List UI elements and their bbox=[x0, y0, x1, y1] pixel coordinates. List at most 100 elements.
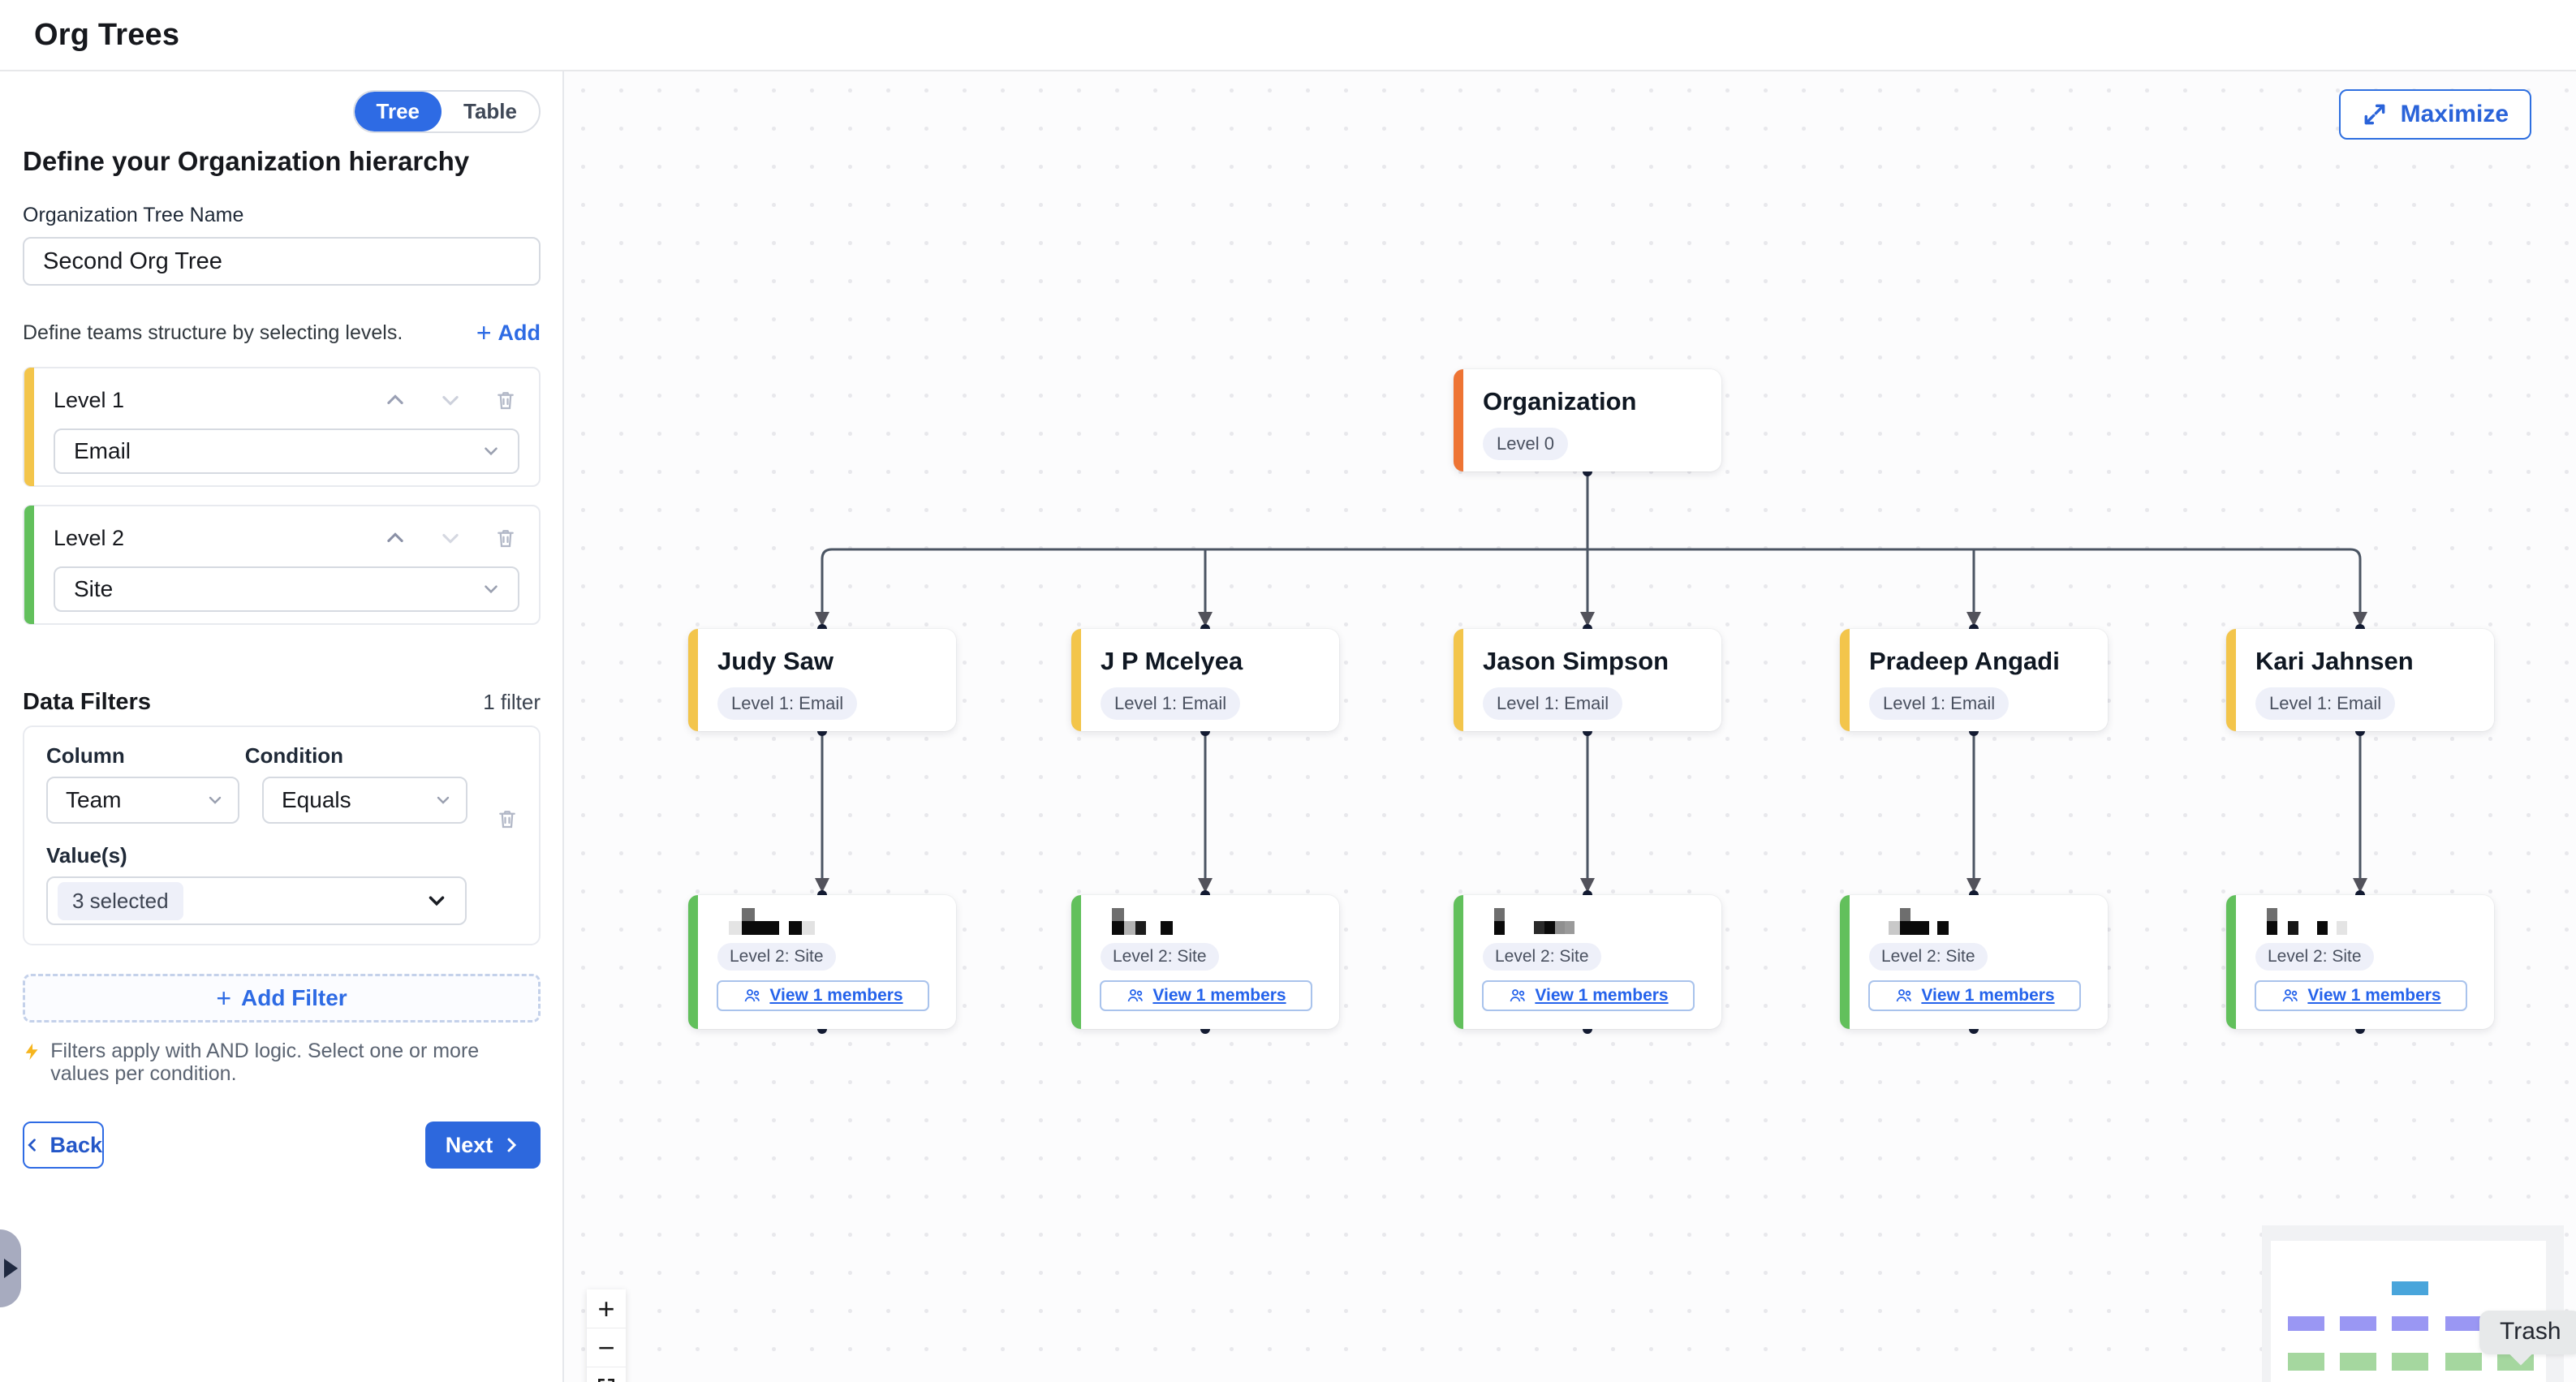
add-level-button[interactable]: + Add bbox=[476, 318, 541, 347]
people-icon bbox=[1897, 989, 1912, 1002]
level-badge: Level 1: Email bbox=[1869, 687, 2010, 720]
fit-view-button[interactable] bbox=[587, 1367, 626, 1382]
node-title: Pradeep Angadi bbox=[1869, 647, 2060, 675]
move-up-icon[interactable] bbox=[381, 524, 409, 552]
level-1-card: Level 1 Email bbox=[23, 367, 541, 487]
tree-table-toggle[interactable]: Tree Table bbox=[352, 90, 541, 133]
people-icon bbox=[745, 989, 760, 1002]
delete-level-icon[interactable] bbox=[492, 524, 519, 552]
sidebar-heading: Define your Organization hierarchy bbox=[23, 146, 470, 176]
level-badge: Level 1: Email bbox=[717, 687, 858, 720]
chevron-down-icon bbox=[485, 447, 498, 456]
org-node-level2[interactable]: Level 2: Site View 1 members bbox=[1071, 895, 1339, 1029]
arrow-right-icon bbox=[4, 1259, 18, 1278]
chevron-down-icon bbox=[209, 796, 222, 804]
node-title: J P Mcelyea bbox=[1101, 647, 1243, 675]
sidebar-expand-handle[interactable] bbox=[0, 1229, 21, 1307]
page-title: Org Trees bbox=[34, 17, 180, 52]
level-1-select[interactable]: Email bbox=[54, 428, 519, 474]
redacted-name bbox=[1112, 908, 1307, 935]
level-badge: Level 0 bbox=[1483, 428, 1568, 460]
node-title: Kari Jahnsen bbox=[2255, 647, 2414, 675]
move-up-icon[interactable] bbox=[381, 386, 409, 414]
chevron-down-icon bbox=[429, 896, 445, 906]
node-accent bbox=[1454, 629, 1463, 731]
plus-icon: + bbox=[216, 984, 231, 1013]
levels-hint: Define teams structure by selecting leve… bbox=[23, 321, 403, 344]
trash-tooltip: Trash bbox=[2479, 1311, 2576, 1354]
org-node-level2[interactable]: Level 2: Site View 1 members bbox=[1454, 895, 1721, 1029]
level-badge: Level 1: Email bbox=[2255, 687, 2396, 720]
zoom-out-button[interactable]: − bbox=[587, 1328, 626, 1367]
org-node-level1[interactable]: Judy Saw Level 1: Email bbox=[688, 629, 956, 731]
people-icon bbox=[2283, 989, 2298, 1002]
toggle-tree[interactable]: Tree bbox=[354, 92, 442, 131]
back-button[interactable]: Back bbox=[23, 1122, 104, 1169]
maximize-button[interactable]: Maximize bbox=[2338, 89, 2531, 140]
selected-count-chip: 3 selected bbox=[58, 881, 183, 920]
values-label: Value(s) bbox=[46, 843, 127, 868]
minimap-l1-node bbox=[2288, 1316, 2324, 1331]
node-accent bbox=[688, 895, 698, 1029]
column-select[interactable]: Team bbox=[46, 777, 239, 824]
values-select[interactable]: 3 selected bbox=[46, 876, 467, 925]
delete-filter-icon[interactable] bbox=[493, 805, 521, 833]
view-members-button[interactable]: View 1 members bbox=[1868, 980, 2081, 1011]
level-badge: Level 2: Site bbox=[1483, 943, 1601, 971]
view-members-button[interactable]: View 1 members bbox=[2255, 980, 2467, 1011]
condition-label: Condition bbox=[244, 743, 344, 768]
view-toggle-row: Tree Table bbox=[23, 90, 541, 133]
level-badge: Level 1: Email bbox=[1101, 687, 1241, 720]
level-2-card: Level 2 Site bbox=[23, 505, 541, 625]
node-accent bbox=[1071, 895, 1081, 1029]
org-node-level2[interactable]: Level 2: Site View 1 members bbox=[2226, 895, 2494, 1029]
org-node-level1[interactable]: Pradeep Angadi Level 1: Email bbox=[1840, 629, 2108, 731]
view-members-button[interactable]: View 1 members bbox=[1100, 980, 1312, 1011]
move-down-icon[interactable] bbox=[437, 524, 464, 552]
chevron-left-icon bbox=[28, 1139, 36, 1152]
next-button[interactable]: Next bbox=[425, 1122, 541, 1169]
org-node-level2[interactable]: Level 2: Site View 1 members bbox=[1840, 895, 2108, 1029]
node-accent bbox=[1071, 629, 1081, 731]
view-members-button[interactable]: View 1 members bbox=[1482, 980, 1695, 1011]
people-icon bbox=[1128, 989, 1144, 1002]
redacted-name bbox=[1494, 908, 1689, 935]
level-badge: Level 2: Site bbox=[1869, 943, 1988, 971]
tree-name-value: Second Org Tree bbox=[43, 248, 222, 274]
minimap-l2-node bbox=[2288, 1353, 2324, 1371]
level-badge: Level 2: Site bbox=[2255, 943, 2374, 971]
delete-level-icon[interactable] bbox=[492, 386, 519, 414]
filters-note: Filters apply with AND logic. Select one… bbox=[50, 1040, 480, 1085]
tree-name-input[interactable]: Second Org Tree bbox=[23, 237, 541, 286]
level-1-accent bbox=[24, 368, 34, 486]
org-node-level1[interactable]: Kari Jahnsen Level 1: Email bbox=[2226, 629, 2494, 731]
level-badge: Level 2: Site bbox=[1101, 943, 1219, 971]
expand-icon bbox=[2364, 104, 2385, 125]
minimap-l1-node bbox=[2340, 1316, 2376, 1331]
level-2-accent bbox=[24, 506, 34, 624]
view-members-button[interactable]: View 1 members bbox=[717, 980, 929, 1011]
org-chart-canvas[interactable]: Maximize bbox=[564, 71, 2576, 1382]
hierarchy-sidebar: Tree Table Define your Organization hier… bbox=[0, 71, 564, 1382]
org-node-level2[interactable]: Level 2: Site View 1 members bbox=[688, 895, 956, 1029]
node-accent bbox=[1840, 895, 1850, 1029]
column-label: Column bbox=[46, 743, 125, 768]
data-filters-title: Data Filters bbox=[23, 689, 151, 715]
move-down-icon[interactable] bbox=[437, 386, 464, 414]
minimap-l1-node bbox=[2392, 1316, 2428, 1331]
org-node-root[interactable]: Organization Level 0 bbox=[1454, 369, 1721, 471]
minimap-l2-node bbox=[2340, 1353, 2376, 1371]
condition-select[interactable]: Equals bbox=[262, 777, 467, 824]
node-accent bbox=[1840, 629, 1850, 731]
add-filter-button[interactable]: + Add Filter bbox=[23, 974, 541, 1023]
org-node-level1[interactable]: Jason Simpson Level 1: Email bbox=[1454, 629, 1721, 731]
chevron-right-icon bbox=[507, 1138, 517, 1152]
toggle-table[interactable]: Table bbox=[463, 99, 517, 123]
zoom-in-button[interactable]: + bbox=[587, 1289, 626, 1328]
node-accent bbox=[1454, 369, 1463, 471]
filter-card: Column Condition Team Equals Value(s) bbox=[23, 725, 541, 945]
level-2-select[interactable]: Site bbox=[54, 566, 519, 612]
minimap-root-node bbox=[2392, 1281, 2428, 1295]
org-node-level1[interactable]: J P Mcelyea Level 1: Email bbox=[1071, 629, 1339, 731]
